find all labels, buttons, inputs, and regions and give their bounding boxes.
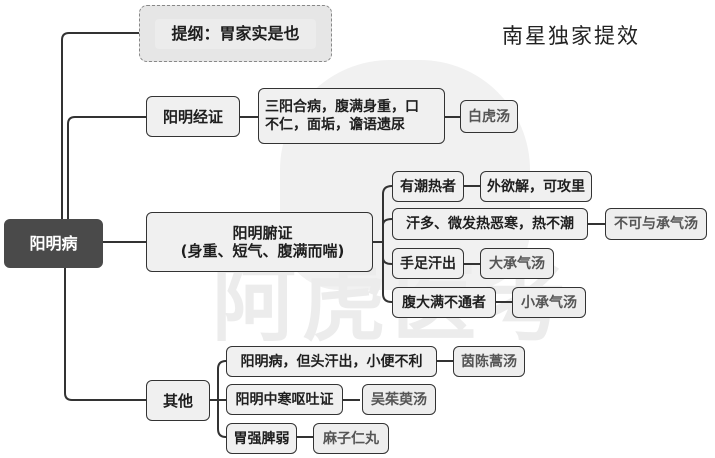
fu-condition-label: 汗多、微发热恶寒，热不潮 [406, 216, 574, 232]
branch-other-node[interactable]: 其他 [146, 380, 210, 421]
other-condition-label: 阳明病，但头汗出，小便不利 [240, 353, 423, 370]
other-result-label: 吴茱萸汤 [371, 391, 427, 408]
fu-condition-node[interactable]: 汗多、微发热恶寒，热不潮 [392, 208, 588, 240]
branch-jing-node[interactable]: 阳明经证 [146, 96, 240, 137]
other-condition-label: 胃强脾弱 [233, 430, 290, 447]
jing-formula-label: 白虎汤 [468, 108, 510, 125]
other-result-label: 茵陈蒿汤 [461, 353, 517, 370]
jing-symptom-line2: 不仁，面垢，谵语遗尿 [265, 117, 405, 133]
fu-condition-node[interactable]: 腹大满不通者 [392, 287, 496, 318]
branch-fu-node[interactable]: 阳明腑证 (身重、短气、腹满而喘) [146, 212, 373, 272]
fu-result-node[interactable]: 大承气汤 [480, 248, 554, 279]
other-condition-node[interactable]: 阳明中寒呕吐证 [226, 384, 343, 415]
summary-label: 提纲：胃家实是也 [171, 23, 300, 43]
branch-other-label: 其他 [162, 391, 193, 410]
other-result-node[interactable]: 麻子仁丸 [313, 423, 389, 454]
root-node[interactable]: 阳明病 [4, 219, 103, 268]
fu-condition-label: 腹大满不通者 [402, 294, 486, 311]
jing-formula-node[interactable]: 白虎汤 [460, 100, 518, 133]
fu-result-label: 不可与承气汤 [614, 216, 698, 232]
fu-result-node[interactable]: 小承气汤 [512, 287, 586, 318]
fu-result-node[interactable]: 外欲解，可攻里 [480, 171, 592, 202]
other-result-label: 麻子仁丸 [323, 430, 379, 447]
brand-title: 南星独家提效 [502, 24, 640, 48]
fu-result-label: 小承气汤 [521, 294, 577, 311]
root-label: 阳明病 [29, 233, 78, 253]
fu-result-label: 大承气汤 [489, 255, 545, 272]
other-condition-label: 阳明中寒呕吐证 [235, 391, 334, 408]
fu-result-node[interactable]: 不可与承气汤 [605, 208, 707, 240]
fu-condition-node[interactable]: 手足汗出 [392, 248, 464, 279]
jing-symptom-node[interactable]: 三阳合病，腹满身重，口 不仁，面垢，谵语遗尿 [258, 88, 445, 144]
jing-symptom-line1: 三阳合病，腹满身重，口 [265, 99, 419, 115]
branch-jing-label: 阳明经证 [162, 107, 223, 126]
other-condition-node[interactable]: 胃强脾弱 [226, 423, 297, 454]
branch-fu-line1: 阳明腑证 [232, 224, 293, 242]
summary-node[interactable]: 提纲：胃家实是也 [139, 5, 332, 62]
other-result-node[interactable]: 茵陈蒿汤 [453, 346, 525, 377]
other-condition-node[interactable]: 阳明病，但头汗出，小便不利 [226, 346, 437, 377]
fu-condition-label: 手足汗出 [400, 255, 456, 272]
fu-condition-node[interactable]: 有潮热者 [392, 171, 464, 202]
fu-result-label: 外欲解，可攻里 [487, 178, 585, 195]
branch-fu-line2: (身重、短气、腹满而喘) [180, 242, 345, 260]
other-result-node[interactable]: 吴茱萸汤 [362, 384, 436, 415]
fu-condition-label: 有潮热者 [400, 178, 456, 195]
